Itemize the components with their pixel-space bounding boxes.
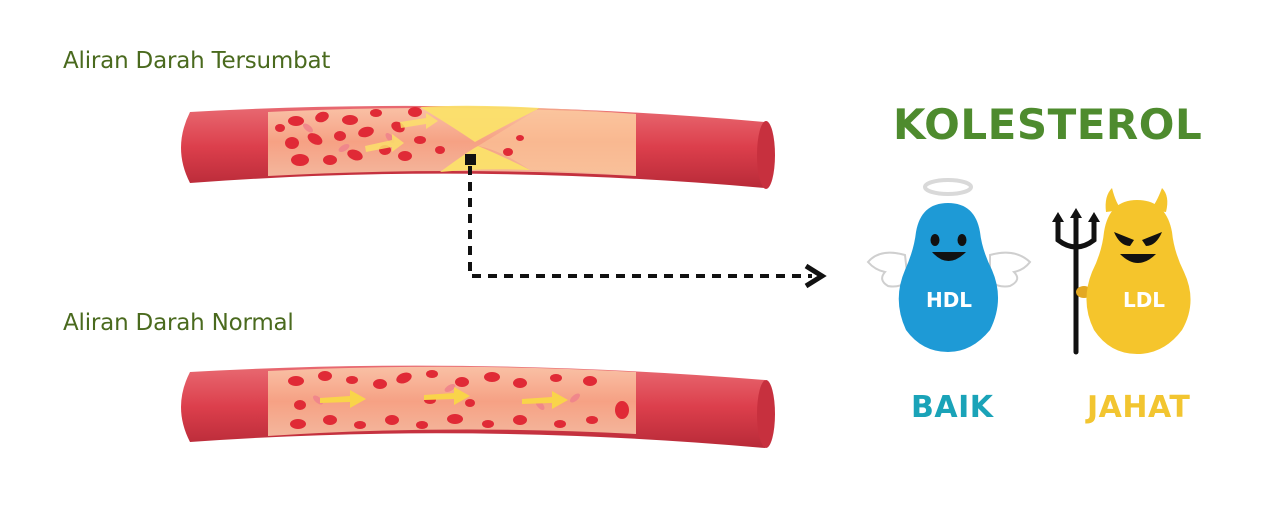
hdl-mascot	[866, 178, 1032, 352]
ldl-body	[1086, 200, 1191, 354]
flow-arrows-normal	[320, 387, 568, 409]
blood-cells-blocked	[275, 107, 524, 166]
flow-arrows-blocked	[365, 113, 438, 152]
ldl-mascot	[1052, 188, 1191, 355]
hdl-verdict: BAIK	[911, 390, 994, 425]
ldl-verdict: JAHAT	[1087, 390, 1191, 425]
right-wing-icon	[989, 251, 1032, 288]
blocked-vessel	[181, 105, 775, 189]
halo-icon	[923, 178, 973, 196]
left-wing-icon	[866, 251, 910, 288]
normal-vessel-cutaway	[268, 366, 636, 436]
caption-normal-flow: Aliran Darah Normal	[63, 310, 294, 336]
hdl-body	[898, 203, 999, 352]
blocked-vessel-opening	[757, 121, 775, 189]
ldl-label: LDL	[1122, 288, 1166, 312]
plaque-deposit	[420, 105, 540, 172]
caption-blocked-flow: Aliran Darah Tersumbat	[63, 48, 331, 74]
blood-cells-normal	[288, 370, 629, 429]
normal-vessel-opening	[757, 380, 775, 448]
hdl-label: HDL	[925, 288, 973, 312]
connector-arrow	[465, 154, 827, 289]
page-title: KOLESTEROL	[893, 100, 1203, 149]
normal-vessel	[181, 365, 775, 448]
